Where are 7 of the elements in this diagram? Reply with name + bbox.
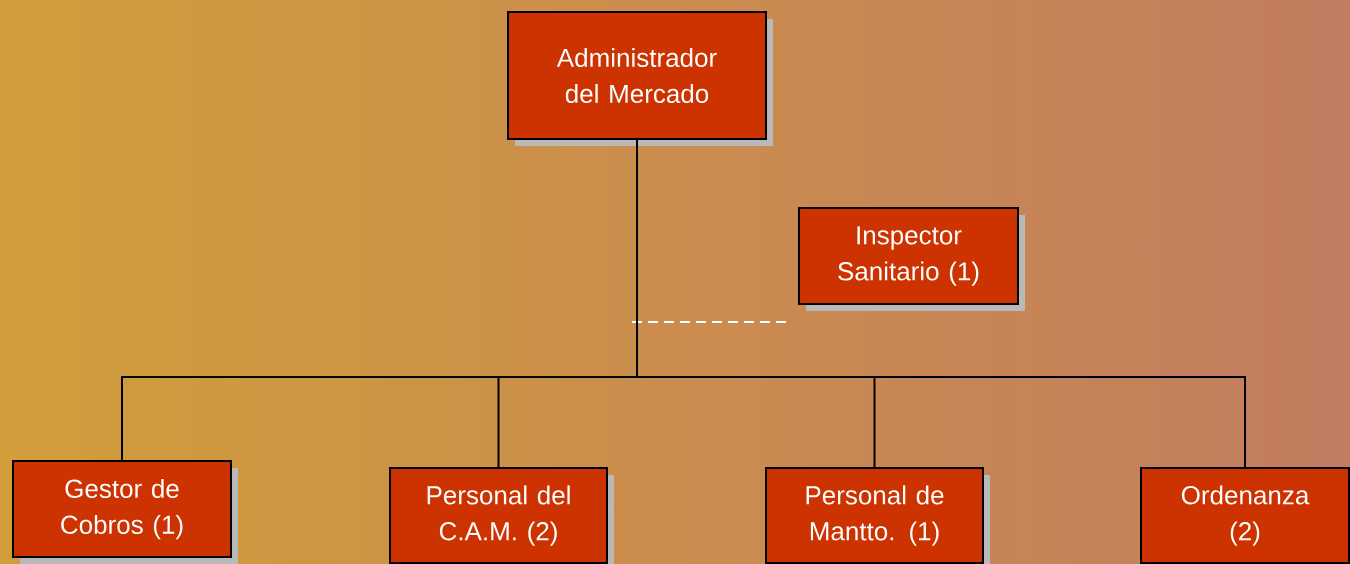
position-box: Administrador del Mercado: [507, 11, 773, 146]
position-box: Personal del C.A.M. (2): [389, 467, 614, 564]
position-box: Inspector Sanitario (1): [798, 207, 1025, 311]
position-box: Ordenanza (2): [1140, 467, 1350, 564]
position-box: Gestor de Cobros (1): [12, 460, 238, 564]
position-box: Personal de Mantto. (1): [765, 467, 990, 564]
connector-line: [636, 139, 1246, 468]
